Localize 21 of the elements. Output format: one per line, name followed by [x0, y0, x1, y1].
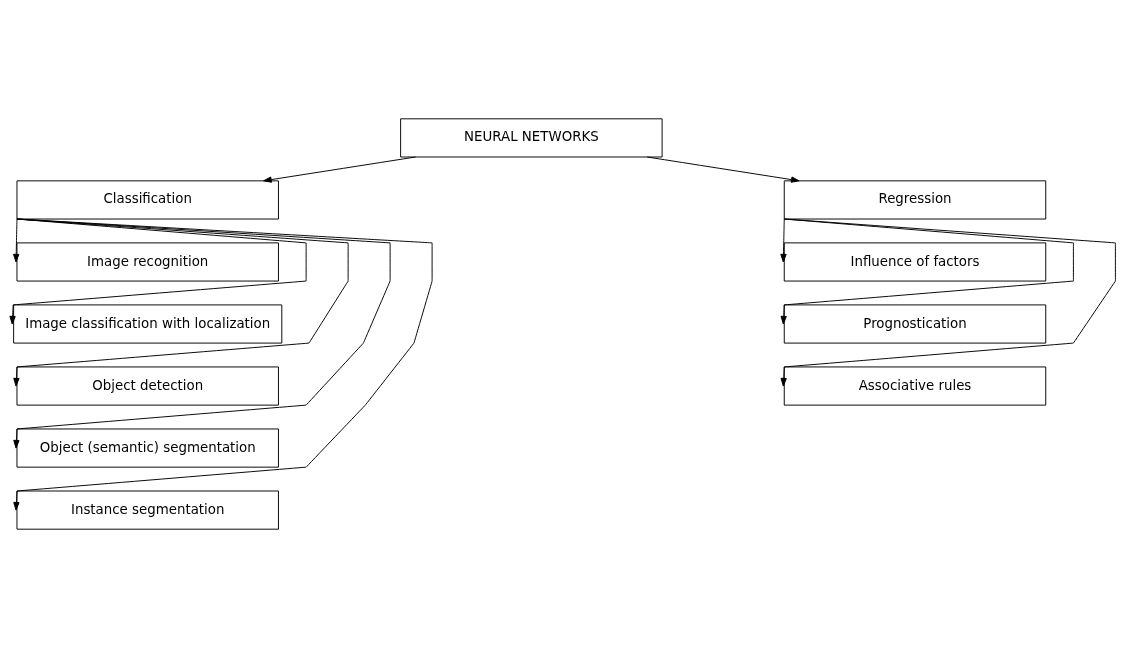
arrow [646, 156, 800, 183]
node-box: Object (semantic) segmentation [16, 428, 279, 468]
arrow [780, 218, 787, 263]
node-box: Image recognition [16, 242, 279, 282]
arrow [9, 218, 307, 325]
node-box: Instance segmentation [16, 490, 279, 530]
arrow [263, 156, 416, 183]
node-box: Classification [16, 180, 279, 220]
node-box: Associative rules [783, 366, 1047, 406]
arrow [13, 218, 391, 449]
node-box: Influence of factors [783, 242, 1047, 282]
arrow [13, 218, 433, 511]
node-box: NEURAL NETWORKS [400, 118, 663, 158]
arrow [780, 218, 1116, 387]
arrow [13, 218, 20, 263]
node-box: Prognostication [783, 304, 1047, 344]
node-box: Object detection [16, 366, 279, 406]
node-box: Regression [783, 180, 1047, 220]
arrow [780, 218, 1074, 325]
node-box: Image classification with localization [13, 304, 283, 344]
arrow [13, 218, 349, 387]
